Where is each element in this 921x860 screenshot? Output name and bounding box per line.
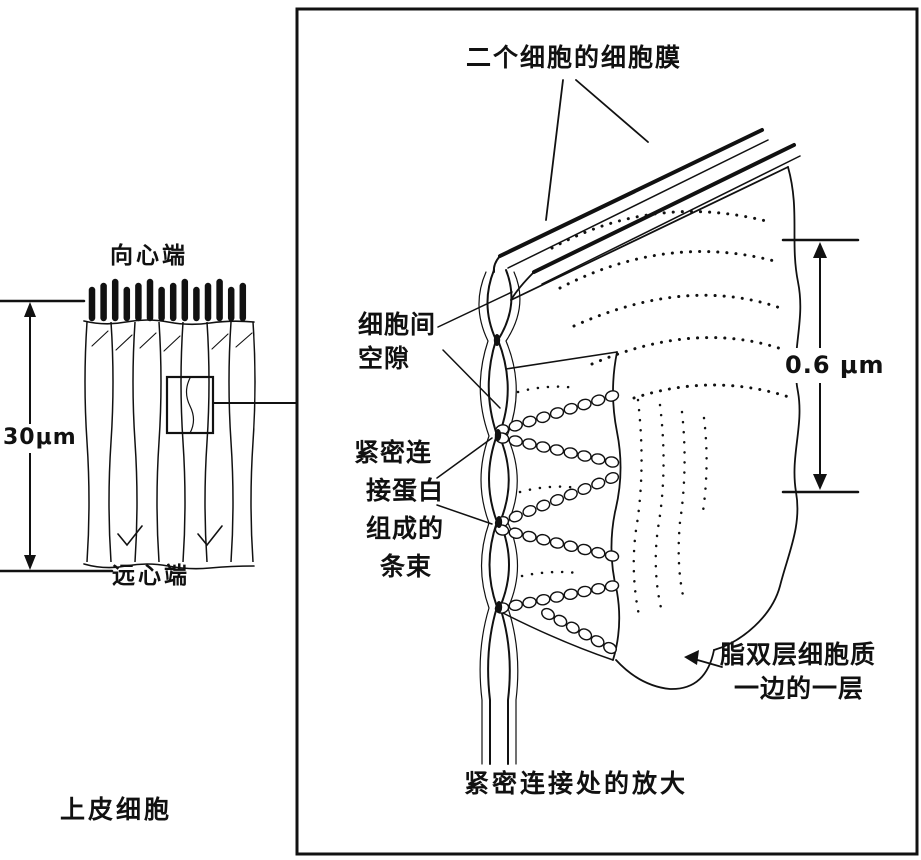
junction-protein-strands [494, 390, 620, 655]
strands-label-line3: 组成的 [366, 514, 445, 543]
height-arrowheads [24, 302, 36, 570]
intercellular-space-label: 细胞间 空隙 [358, 308, 436, 376]
strands-label-line1: 紧密连 [354, 438, 433, 467]
epithelial-cells-drawing [0, 278, 297, 573]
lipid-arrowhead [684, 650, 699, 665]
strands-pointer-lines [436, 437, 493, 525]
lipid-bilayer-label: 脂双层细胞质 一边的一层 [720, 638, 876, 706]
basal-end-label: 远心端 [112, 563, 190, 589]
contact-points [493, 334, 503, 613]
stipple-columns [516, 385, 708, 622]
tight-junction-strands-label: 紧密连 接蛋白 组成的 条束 [354, 434, 444, 586]
height-measurement-label: 30μm [0, 424, 80, 453]
two-cell-membranes-label: 二个细胞的细胞膜 [466, 43, 683, 72]
tight-junction-drawing [295, 7, 919, 856]
stipple-arcs [550, 210, 794, 400]
magnified-panel-border [295, 7, 919, 856]
lipid-label-line1: 脂双层细胞质 [720, 640, 877, 669]
space-pointer-lines [437, 291, 513, 409]
cell-boundaries [84, 321, 256, 563]
membranes-pointer-lines [545, 79, 649, 221]
width-arrowheads [684, 242, 827, 665]
magnified-caption: 紧密连接处的放大 [464, 769, 689, 798]
microvilli [88, 278, 247, 322]
width-measurement-label: 0.6 μm [781, 348, 889, 384]
apical-end-label: 向心端 [110, 243, 188, 269]
intercellular-space-line2: 空隙 [358, 344, 411, 373]
lipid-arrow-line [693, 658, 723, 668]
strands-label-line2: 接蛋白 [366, 476, 445, 505]
strands-label-line4: 条束 [380, 552, 433, 581]
lipid-label-line2: 一边的一层 [734, 674, 865, 703]
epithelial-cells-label: 上皮细胞 [60, 795, 173, 824]
intercellular-space-line1: 细胞间 [358, 310, 437, 339]
